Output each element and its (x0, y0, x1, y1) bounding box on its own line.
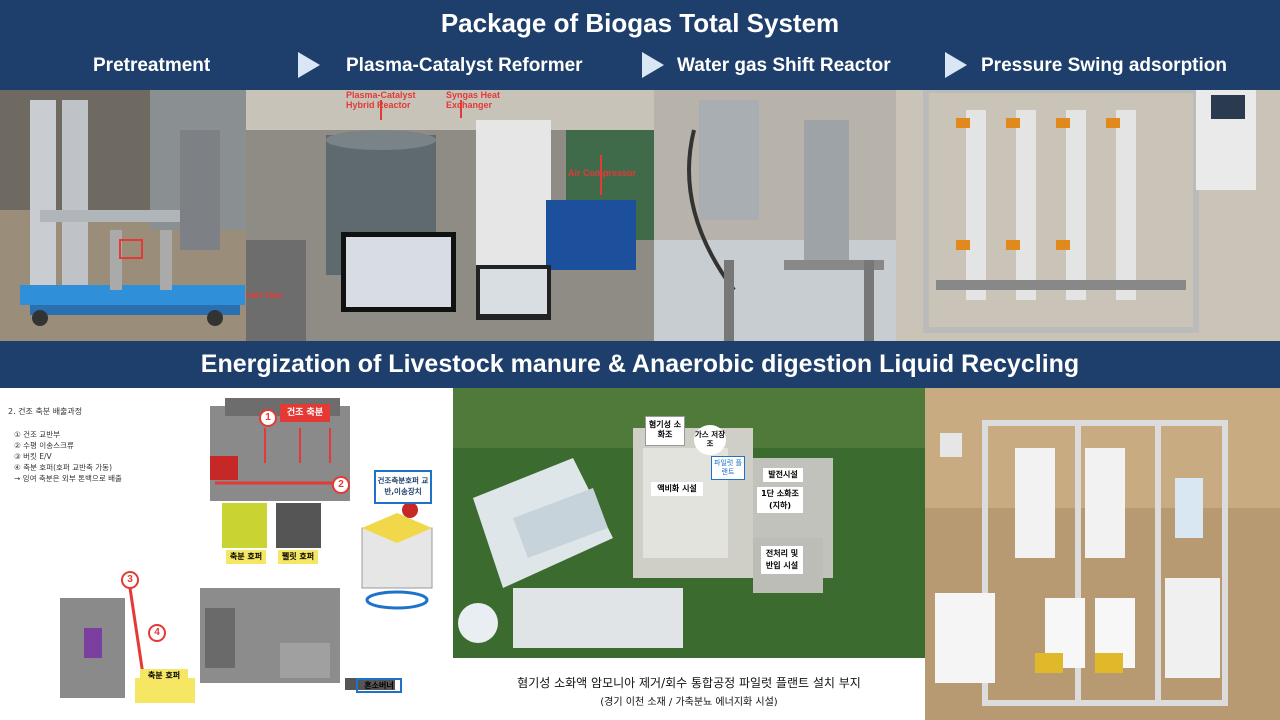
marker-1: 1 (259, 409, 277, 427)
diagram-step-list: ① 건조 교반부 ② 수평 이송스크류 ③ 버킷 E/V ④ 축분 호퍼(호퍼 … (14, 429, 122, 484)
arrow-right-icon (298, 52, 320, 78)
pellet-hopper-label: 펠릿 호퍼 (278, 550, 318, 564)
recycling-unit-photo (925, 388, 1280, 720)
co-firing-burner-label: 혼소버너 (356, 678, 402, 693)
page-title: Package of Biogas Total System (440, 8, 840, 38)
section-title: Energization of Livestock manure & Anaer… (200, 350, 1080, 378)
aerial-caption-line2: (경기 이천 소재 / 가축분뇨 에너지화 시설) (600, 697, 778, 708)
middle-band (0, 341, 1280, 388)
pretreatment-photo (0, 90, 246, 341)
step-pretreatment: Pretreatment (93, 55, 211, 76)
label-digester: 혐기성 소화조 (645, 416, 685, 446)
manure-hopper-label: 축분 호퍼 (226, 550, 266, 564)
label-pilot-plant: 파일럿 플랜트 (711, 456, 745, 480)
step-water-gas-shift: Water gas Shift Reactor (677, 55, 891, 76)
label-power-facility: 발전시설 (763, 468, 803, 482)
marker-4: 4 (148, 624, 166, 642)
arrow-right-icon (642, 52, 664, 78)
diagram-step: ① 건조 교반부 (14, 430, 60, 439)
label-gas-storage: 가스 저장조 (694, 425, 726, 455)
manure-hopper-bottom-label: 축분 호퍼 (140, 669, 188, 683)
hopper-conveyor-callout: 건조축분호퍼 교반,이송장치 (374, 470, 432, 504)
marker-2: 2 (332, 476, 350, 494)
aerial-caption-line1: 혐기성 소화액 암모니아 제거/회수 통합공정 파일럿 플랜트 설치 부지 (517, 676, 861, 690)
label-pretreatment-facility: 전처리 및 반입 시설 (761, 546, 803, 574)
arrow-right-icon (945, 52, 967, 78)
reformer-photo: Plasma-Catalyst Hybrid Reactor Syngas He… (246, 90, 654, 341)
diagram-step: ④ 축분 호퍼(호퍼 교반축 가동) (14, 463, 113, 472)
label-syngas-hx: Syngas Heat Exchanger (446, 90, 501, 110)
header-band (0, 0, 1280, 90)
marker-3: 3 (121, 571, 139, 589)
step-plasma-reformer: Plasma-Catalyst Reformer (346, 55, 583, 76)
water-gas-shift-photo (654, 90, 896, 341)
step-psa: Pressure Swing adsorption (981, 55, 1227, 76)
psa-photo (896, 90, 1280, 341)
label-hybrid-reactor: Plasma-Catalyst Hybrid Reactor (346, 90, 416, 110)
diagram-step: ③ 버킷 E/V (14, 452, 52, 461)
diagram-step: → 잉여 축분은 외부 톤백으로 배출 (14, 474, 122, 483)
label-mer-gas: mer Gas (246, 290, 283, 300)
diagram-heading: 2. 건조 축분 배출과정 (8, 407, 83, 416)
label-first-digester: 1단 소화조 (지하) (757, 487, 803, 513)
drying-diagram: 2. 건조 축분 배출과정 ① 건조 교반부 ② 수평 이송스크류 ③ 버킷 E… (0, 388, 453, 720)
label-air-compressor: Air Compressor (568, 168, 637, 178)
diagram-step: ② 수평 이송스크류 (14, 441, 74, 450)
label-liquid-fertilizer: 액비화 시설 (651, 482, 703, 496)
dried-manure-box: 건조 축분 (280, 404, 330, 422)
aerial-site-photo: 혐기성 소화조 가스 저장조 파일럿 플랜트 액비화 시설 발전시설 1단 소화… (453, 388, 925, 720)
